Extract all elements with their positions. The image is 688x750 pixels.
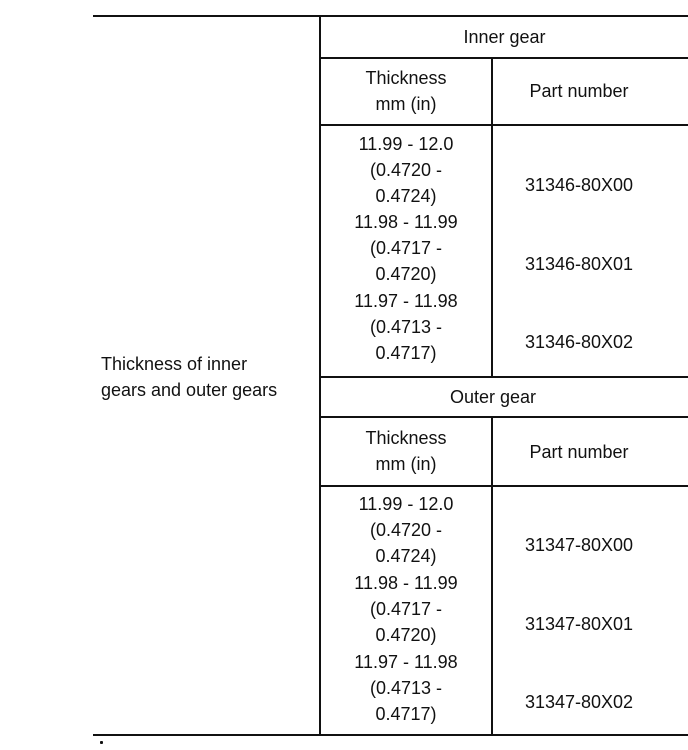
inner-gear-title: Inner gear (463, 27, 546, 47)
row-label-line: Thickness of inner (101, 354, 248, 374)
thickness-line: (0.4720 - (369, 520, 443, 540)
thickness-line: 0.4724) (375, 546, 437, 566)
thickness-line: (0.4717 - (369, 599, 443, 619)
header-line: mm (in) (375, 94, 437, 114)
label-column-divider (319, 15, 321, 736)
outer-thickness-row-2: 11.98 - 11.99 (0.4717 - 0.4720) (321, 570, 491, 648)
outer-header-rule (319, 485, 688, 487)
outer-part-header: Part number (529, 442, 629, 462)
outer-column-divider (491, 416, 493, 736)
header-line: Thickness (365, 428, 447, 448)
row-label-line: gears and outer gears (101, 380, 278, 400)
thickness-line: 0.4720) (375, 264, 437, 284)
footnote-mark (100, 741, 103, 744)
inner-part-row-2: 31346-80X01 (524, 254, 634, 274)
thickness-line: (0.4713 - (369, 317, 443, 337)
header-line: Thickness (365, 68, 447, 88)
table-top-rule (93, 15, 688, 17)
thickness-line: 0.4717) (375, 343, 437, 363)
thickness-line: 11.99 - 12.0 (358, 494, 454, 514)
outer-title-rule (319, 416, 688, 418)
thickness-line: (0.4717 - (369, 238, 443, 258)
inner-part-row-1: 31346-80X00 (524, 175, 634, 195)
inner-thickness-header: Thickness mm (in) (321, 65, 491, 117)
thickness-line: 11.97 - 11.98 (354, 652, 458, 672)
outer-part-row-2: 31347-80X01 (524, 614, 634, 634)
inner-thickness-row-3: 11.97 - 11.98 (0.4713 - 0.4717) (321, 288, 491, 366)
thickness-line: (0.4720 - (369, 160, 443, 180)
thickness-line: 11.98 - 11.99 (354, 212, 458, 232)
inner-thickness-row-2: 11.98 - 11.99 (0.4717 - 0.4720) (321, 209, 491, 287)
outer-thickness-row-1: 11.99 - 12.0 (0.4720 - 0.4724) (321, 491, 491, 569)
thickness-line: 0.4724) (375, 186, 437, 206)
inner-title-rule (319, 57, 688, 59)
inner-part-header: Part number (529, 81, 629, 101)
outer-part-row-3: 31347-80X02 (524, 692, 634, 712)
thickness-line: 0.4720) (375, 625, 437, 645)
thickness-line: (0.4713 - (369, 678, 443, 698)
row-label: Thickness of inner gears and outer gears (101, 351, 316, 403)
inner-thickness-row-1: 11.99 - 12.0 (0.4720 - 0.4724) (321, 131, 491, 209)
thickness-line: 0.4717) (375, 704, 437, 724)
thickness-line: 11.97 - 11.98 (354, 291, 458, 311)
thickness-line: 11.98 - 11.99 (354, 573, 458, 593)
section-divider-rule (319, 376, 688, 378)
inner-header-rule (319, 124, 688, 126)
inner-column-divider (491, 57, 493, 377)
inner-part-row-3: 31346-80X02 (524, 332, 634, 352)
thickness-line: 11.99 - 12.0 (358, 134, 454, 154)
outer-gear-title: Outer gear (449, 387, 537, 407)
table-bottom-rule (93, 734, 688, 736)
outer-thickness-row-3: 11.97 - 11.98 (0.4713 - 0.4717) (321, 649, 491, 727)
header-line: mm (in) (375, 454, 437, 474)
outer-part-row-1: 31347-80X00 (524, 535, 634, 555)
outer-thickness-header: Thickness mm (in) (321, 425, 491, 477)
